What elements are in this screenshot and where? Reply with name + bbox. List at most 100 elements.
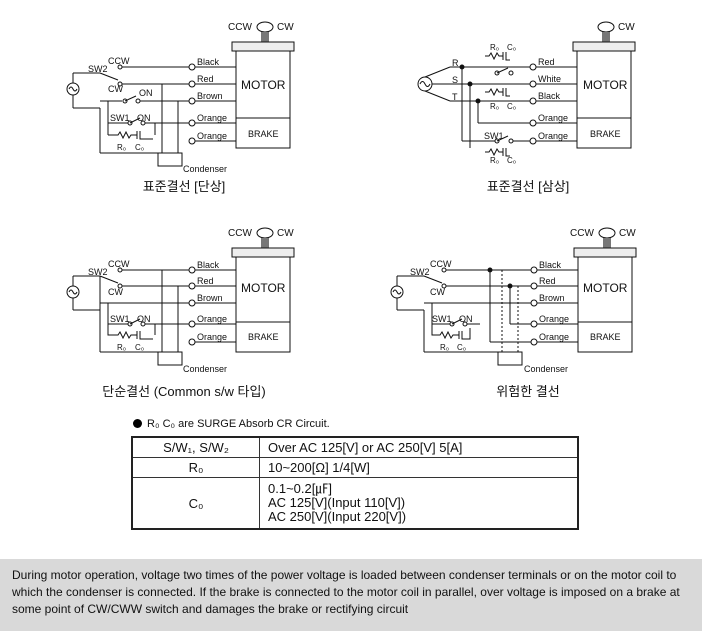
- d1-cw-sw-label: CW: [108, 84, 123, 94]
- d3-wire-red: Red: [197, 276, 214, 286]
- d1-wire-red: Red: [197, 74, 214, 84]
- d3-motor-label: MOTOR: [241, 281, 286, 295]
- d3-caption: 단순결선 (Common s/w 타입): [102, 384, 266, 399]
- d1-wire-orange-2: Orange: [197, 131, 227, 141]
- d3-on-label: ON: [137, 314, 151, 324]
- d1-cw-label: CW: [277, 22, 294, 33]
- d1-c0-label: C₀: [135, 143, 144, 152]
- d4-c0-label: C₀: [457, 343, 466, 352]
- d4-wire-orange-1: Orange: [539, 314, 569, 324]
- d4-wire-brown: Brown: [539, 293, 565, 303]
- d1-ccw-sw-label: CCW: [108, 56, 130, 66]
- d4-brake-label: BRAKE: [590, 332, 621, 342]
- d2-caption: 표준결선 [삼상]: [486, 179, 570, 194]
- d4-ccw-label: CCW: [570, 228, 594, 239]
- d3-cw-label: CW: [277, 228, 294, 239]
- d2-r0-label-1: R₀: [490, 43, 499, 52]
- d1-condenser-label: Condenser: [183, 164, 227, 174]
- d2-motor-box: [576, 50, 632, 149]
- table-row: R₀ 10~200[Ω] 1/4[W]: [131, 457, 579, 478]
- d2-wire-white: White: [538, 74, 561, 84]
- d1-wire-brown: Brown: [197, 91, 223, 101]
- d4-sw1-label: SW1: [432, 314, 452, 324]
- d1-ccw-label: CCW: [228, 22, 252, 33]
- spec-value-switch: Over AC 125[V] or AC 250[V] 5[A]: [259, 436, 579, 458]
- d2-phase-r: R: [452, 58, 459, 68]
- d2-phase-s: S: [452, 75, 458, 85]
- d4-motor-box: [577, 256, 633, 353]
- d3-c0-label: C₀: [135, 343, 144, 352]
- wiring-diagrams: CCW CW MOTOR BRAKE Black Red Brown Orang…: [66, 21, 637, 374]
- d1-brake-label: BRAKE: [248, 129, 279, 139]
- d3-wire-black: Black: [197, 260, 220, 270]
- d2-r0-label-3: R₀: [490, 156, 499, 165]
- d4-caption: 위험한 결선: [496, 384, 560, 399]
- d2-brake-label: BRAKE: [590, 129, 621, 139]
- d1-sw2-label: SW2: [88, 64, 108, 74]
- d2-wire-orange-1: Orange: [538, 113, 568, 123]
- d3-brake-label: BRAKE: [248, 332, 279, 342]
- spec-value-r0: 10~200[Ω] 1/4[W]: [259, 457, 579, 478]
- d2-sw1-label: SW1: [484, 131, 504, 141]
- d3-condenser: [157, 351, 183, 366]
- d4-ccw-sw-label: CCW: [430, 259, 452, 269]
- d2-phase-t: T: [452, 92, 458, 102]
- d1-condenser: [157, 152, 183, 167]
- d2-c0-label-2: C₀: [507, 102, 516, 111]
- diagram-dangerous: CCW CW MOTOR BRAKE Black Red Brown Orang…: [390, 227, 637, 374]
- d3-wire-orange-2: Orange: [197, 332, 227, 342]
- d4-wire-orange-2: Orange: [539, 332, 569, 342]
- d2-c0-label-3: C₀: [507, 156, 516, 165]
- d1-shaft: [261, 32, 269, 42]
- d1-sw1-label: SW1: [110, 113, 130, 123]
- spec-c0-line-3: AC 250[V](Input 220[V]): [268, 509, 407, 524]
- d4-motor-label: MOTOR: [583, 281, 628, 295]
- diagram-single-phase: CCW CW MOTOR BRAKE Black Red Brown Orang…: [66, 21, 295, 174]
- d1-r0-label: R₀: [117, 143, 126, 152]
- d4-r0-label: R₀: [440, 343, 449, 352]
- d2-wire-black: Black: [538, 91, 561, 101]
- d3-sw2-label: SW2: [88, 267, 108, 277]
- d1-wire-black: Black: [197, 57, 220, 67]
- d4-sw2-label: SW2: [410, 267, 430, 277]
- spec-header-r0: R₀: [131, 457, 260, 478]
- d1-wire-orange-1: Orange: [197, 113, 227, 123]
- table-row: C₀ 0.1~0.2[㎌] AC 125[V](Input 110[V]) AC…: [131, 477, 579, 530]
- d3-wire-brown: Brown: [197, 293, 223, 303]
- d3-ccw-label: CCW: [228, 228, 252, 239]
- d1-caption: 표준결선 [단상]: [142, 179, 226, 194]
- d2-motor-label: MOTOR: [583, 78, 628, 92]
- diagram-common-switch: CCW CW MOTOR BRAKE Black Red Brown Orang…: [66, 227, 295, 374]
- spec-c0-line-2: AC 125[V](Input 110[V]): [268, 495, 406, 510]
- d4-cw-label: CW: [619, 228, 636, 239]
- d3-r0-label: R₀: [117, 343, 126, 352]
- d4-on-label: ON: [459, 314, 473, 324]
- d2-c0-label-1: C₀: [507, 43, 516, 52]
- d2-cw-label: CW: [618, 22, 635, 33]
- d4-wire-black: Black: [539, 260, 562, 270]
- d3-wire-orange-1: Orange: [197, 314, 227, 324]
- d4-wire-red: Red: [539, 276, 556, 286]
- spec-table: S/W₁, S/W₂ Over AC 125[V] or AC 250[V] 5…: [131, 436, 579, 530]
- d2-wire-orange-2: Orange: [538, 131, 568, 141]
- surge-note: R₀ C₀ are SURGE Absorb CR Circuit.: [133, 418, 330, 430]
- d1-flange: [231, 41, 295, 52]
- d1-shaft-knob: [256, 21, 274, 33]
- spec-value-c0: 0.1~0.2[㎌] AC 125[V](Input 110[V]) AC 25…: [259, 477, 579, 530]
- surge-note-text: R₀ C₀ are SURGE Absorb CR Circuit.: [147, 418, 330, 430]
- diagram-three-phase: CW MOTOR BRAKE Red White Black Orange Or…: [417, 21, 636, 165]
- bullet-icon: [133, 419, 142, 428]
- d1-motor-label: MOTOR: [241, 78, 286, 92]
- spec-c0-line-1: 0.1~0.2[㎌]: [268, 481, 332, 496]
- table-row: S/W₁, S/W₂ Over AC 125[V] or AC 250[V] 5…: [131, 436, 579, 458]
- d3-sw1-label: SW1: [110, 314, 130, 324]
- d1-motor-box: [235, 50, 291, 149]
- d1-on-label-1: ON: [139, 88, 153, 98]
- warning-footer: During motor operation, voltage two time…: [0, 559, 702, 631]
- d4-condenser: [497, 351, 523, 366]
- spec-header-c0: C₀: [131, 477, 260, 530]
- d2-r0-label-2: R₀: [490, 102, 499, 111]
- d4-cw-sw-label: CW: [430, 287, 445, 297]
- d3-motor-box: [235, 256, 291, 353]
- d3-ccw-sw-label: CCW: [108, 259, 130, 269]
